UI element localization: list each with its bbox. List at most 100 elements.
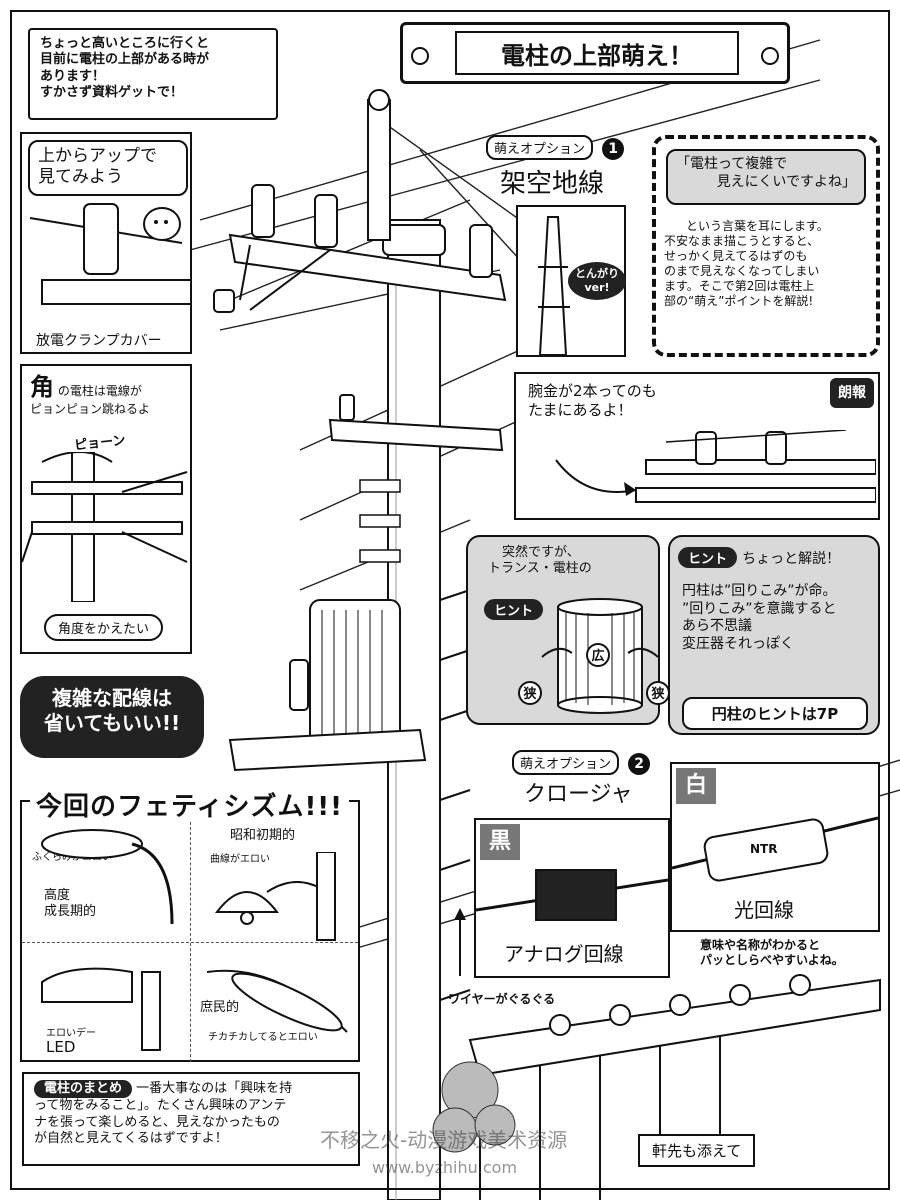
- wire-caption: ワイヤーがぐるぐる: [448, 992, 556, 1006]
- pointy-tag-line1: とんがり: [575, 267, 619, 280]
- hint-explain-body: 円柱は”回りこみ”が命。 ”回りこみ”を意識すると あら不思議 変圧器それっぽく: [682, 583, 837, 653]
- rumor-line: 腕金が2本ってのも: [528, 382, 657, 400]
- screw-icon: [411, 47, 429, 65]
- white-closure-illustration: [672, 816, 878, 882]
- option2-header: 萌えオプション 2: [512, 750, 651, 775]
- wiring-note: 複雑な配線は 省いてもいい!!: [20, 676, 204, 758]
- panel-top-view: 上からアップで 見てみよう 放電クランプカバー: [20, 132, 192, 354]
- narrow-right-badge: 狭: [646, 681, 670, 705]
- watermark-line2: www.byzhihu.com: [372, 1158, 518, 1177]
- title-plate: 電柱の上部萌え！: [400, 22, 790, 84]
- hint-explain-heading: ちょっと解説！: [742, 551, 841, 567]
- fetish-label-line: 高度: [44, 888, 71, 903]
- quote-body-line: 部の“萌え”ポイントを解説!: [664, 294, 814, 308]
- cylinder-hint-footer: 円柱のヒントは7P: [682, 697, 868, 730]
- option1-number: 1: [602, 138, 625, 160]
- corner-text-line2: ピョンピョン跳ねるよ: [30, 402, 151, 416]
- clamp-caption: 放電クランプカバー: [36, 333, 162, 349]
- screw-icon: [761, 47, 779, 65]
- intro-line: ちょっと高いところに行くと: [40, 36, 210, 51]
- summary-line: が自然と見えてくるはずですよ！: [34, 1130, 228, 1146]
- double-arm-illustration: [555, 430, 876, 503]
- hint-cylinder-line: 突然ですが、: [502, 545, 580, 560]
- corner-text-line1: の電柱は電線が: [57, 384, 142, 398]
- corner-pole-illustration: [22, 452, 188, 602]
- option1-label: 萌えオプション: [486, 135, 594, 160]
- bubble-line: 上からアップで: [38, 146, 157, 166]
- fetish-label: 高度 成長期的: [44, 888, 96, 921]
- wide-badge: 広: [586, 643, 610, 667]
- quote-box: 「電柱って複雑で 見えにくいですよね」 という言葉を耳にします。 不安なまま描こ…: [652, 135, 880, 357]
- option2-note-line: パッとしらべやすいよね。: [700, 953, 844, 967]
- hint-cylinder-text: 突然ですが、 トランス・電柱の: [488, 545, 592, 578]
- wiring-note-line1: 複雑な配線は: [52, 686, 172, 710]
- intro-line: すかさず資料ゲットで！: [40, 84, 184, 100]
- fetish-label-line: 成長期的: [44, 904, 97, 920]
- up-arrow-icon: [454, 908, 466, 976]
- fetish-label: 庶民的: [200, 1000, 240, 1015]
- title-inner: 電柱の上部萌え！: [455, 31, 739, 75]
- white-caption: 光回線: [734, 898, 794, 922]
- watermark-line1: 不移之火-动漫游戏美术资源: [320, 1128, 568, 1152]
- quote-body: という言葉を耳にします。 不安なまま描こうとすると、 せっかく見えてるはずのも …: [664, 219, 876, 309]
- fetish-heading: 今回のフェティシズム!!!: [30, 786, 350, 823]
- rumor-panel: 腕金が2本ってのも たまにあるよ！ 朗報: [514, 372, 880, 520]
- hint-label: ヒント: [678, 547, 738, 568]
- hint-label: ヒント: [484, 599, 544, 620]
- narrow-left-badge: 狭: [518, 681, 542, 705]
- option2-note: 意味や名称がわかると パッとしらべやすいよね。: [700, 938, 844, 968]
- hint-explain-line: ”回りこみ”を意識すると: [682, 600, 837, 617]
- speech-bubble: 上からアップで 見てみよう: [28, 140, 188, 196]
- quote-body-line: という言葉を耳にします。: [686, 219, 829, 233]
- pointy-tag-line2: ver!: [584, 280, 610, 294]
- white-badge: 白: [676, 768, 716, 804]
- white-closure-panel: 白 NTR 光回線: [670, 762, 880, 932]
- fetish-panel: 今回のフェティシズム!!! ふくらみがエロい 高度 成長期的 昭和初期的 曲線が…: [20, 786, 360, 1062]
- cobra-lamp-icon: [206, 969, 348, 1033]
- corner-big-char: 角: [30, 373, 54, 401]
- option1-name: 架空地線: [500, 169, 605, 199]
- black-caption: アナログ回線: [500, 938, 628, 967]
- wiring-note-line2: 省いてもいい!!: [43, 711, 181, 735]
- streetlamp-icon: [41, 829, 174, 925]
- shade-lamp-icon: [214, 852, 336, 941]
- summary-box: 電柱のまとめ 一番大事なのは「興味を持 って物をみること」。たくさん興味のアンテ…: [22, 1072, 360, 1166]
- quote-bubble: 「電柱って複雑で 見えにくいですよね」: [666, 149, 866, 205]
- intro-bubble: ちょっと高いところに行くと 目前に電柱の上部がある時が あります！ すかさず資料…: [28, 28, 278, 120]
- led-lamp-icon: [41, 967, 161, 1051]
- sfx-text: ピョーン: [73, 433, 127, 454]
- summary-line: ナを張って楽しめると、見えなかったもの: [34, 1114, 280, 1130]
- clamp-cover-illustration: [29, 203, 190, 305]
- option1-header: 萌えオプション 1: [486, 135, 625, 160]
- option2-number: 2: [628, 753, 651, 775]
- black-closure-panel: 黒 アナログ回線: [474, 818, 670, 978]
- option2-name: クロージャ: [524, 782, 633, 807]
- hint-cylinder-line: トランス・電柱の: [488, 561, 592, 577]
- cylinder-illustration: [541, 598, 659, 714]
- quote-body-line: ます。そこで第2回は電柱上: [664, 279, 815, 293]
- quote-line: 見えにくいですよね」: [716, 173, 856, 190]
- summary-line: 一番大事なのは「興味を持: [136, 1081, 293, 1096]
- good-news-badge: 朗報: [830, 378, 874, 408]
- corner-text: 角 の電柱は電線が ピョンピョン跳ねるよ: [30, 372, 190, 417]
- fetish-label: 昭和初期的: [230, 828, 296, 843]
- fetish-note: チカチカしてるとエロい: [208, 1032, 318, 1043]
- black-closure-illustration: [476, 869, 668, 921]
- eaves-caption: 軒先も添えて: [638, 1134, 756, 1167]
- quote-body-line: せっかく見えてるはずのも: [664, 249, 808, 263]
- fetish-label: LED: [46, 1038, 76, 1056]
- intro-line: 目前に電柱の上部がある時が: [40, 52, 210, 68]
- fetish-note: 曲線がエロい: [210, 854, 270, 865]
- ground-wire-illustration: [538, 216, 570, 355]
- option2-label: 萌えオプション: [512, 750, 620, 775]
- option2-note-line: 意味や名称がわかると: [700, 938, 821, 952]
- hint-cylinder-panel: 突然ですが、 トランス・電柱の ヒント 広 狭 狭: [466, 535, 670, 725]
- rumor-line: たまにあるよ！: [528, 400, 633, 419]
- hint-explain-header: ヒント ちょっと解説！: [678, 547, 840, 568]
- intro-line: あります！: [40, 68, 106, 84]
- ntr-logo: NTR: [750, 842, 778, 856]
- quote-line: 「電柱って複雑で: [676, 156, 788, 172]
- black-badge: 黒: [480, 824, 520, 860]
- quote-body-line: 不安なまま描こうとすると、: [664, 234, 820, 248]
